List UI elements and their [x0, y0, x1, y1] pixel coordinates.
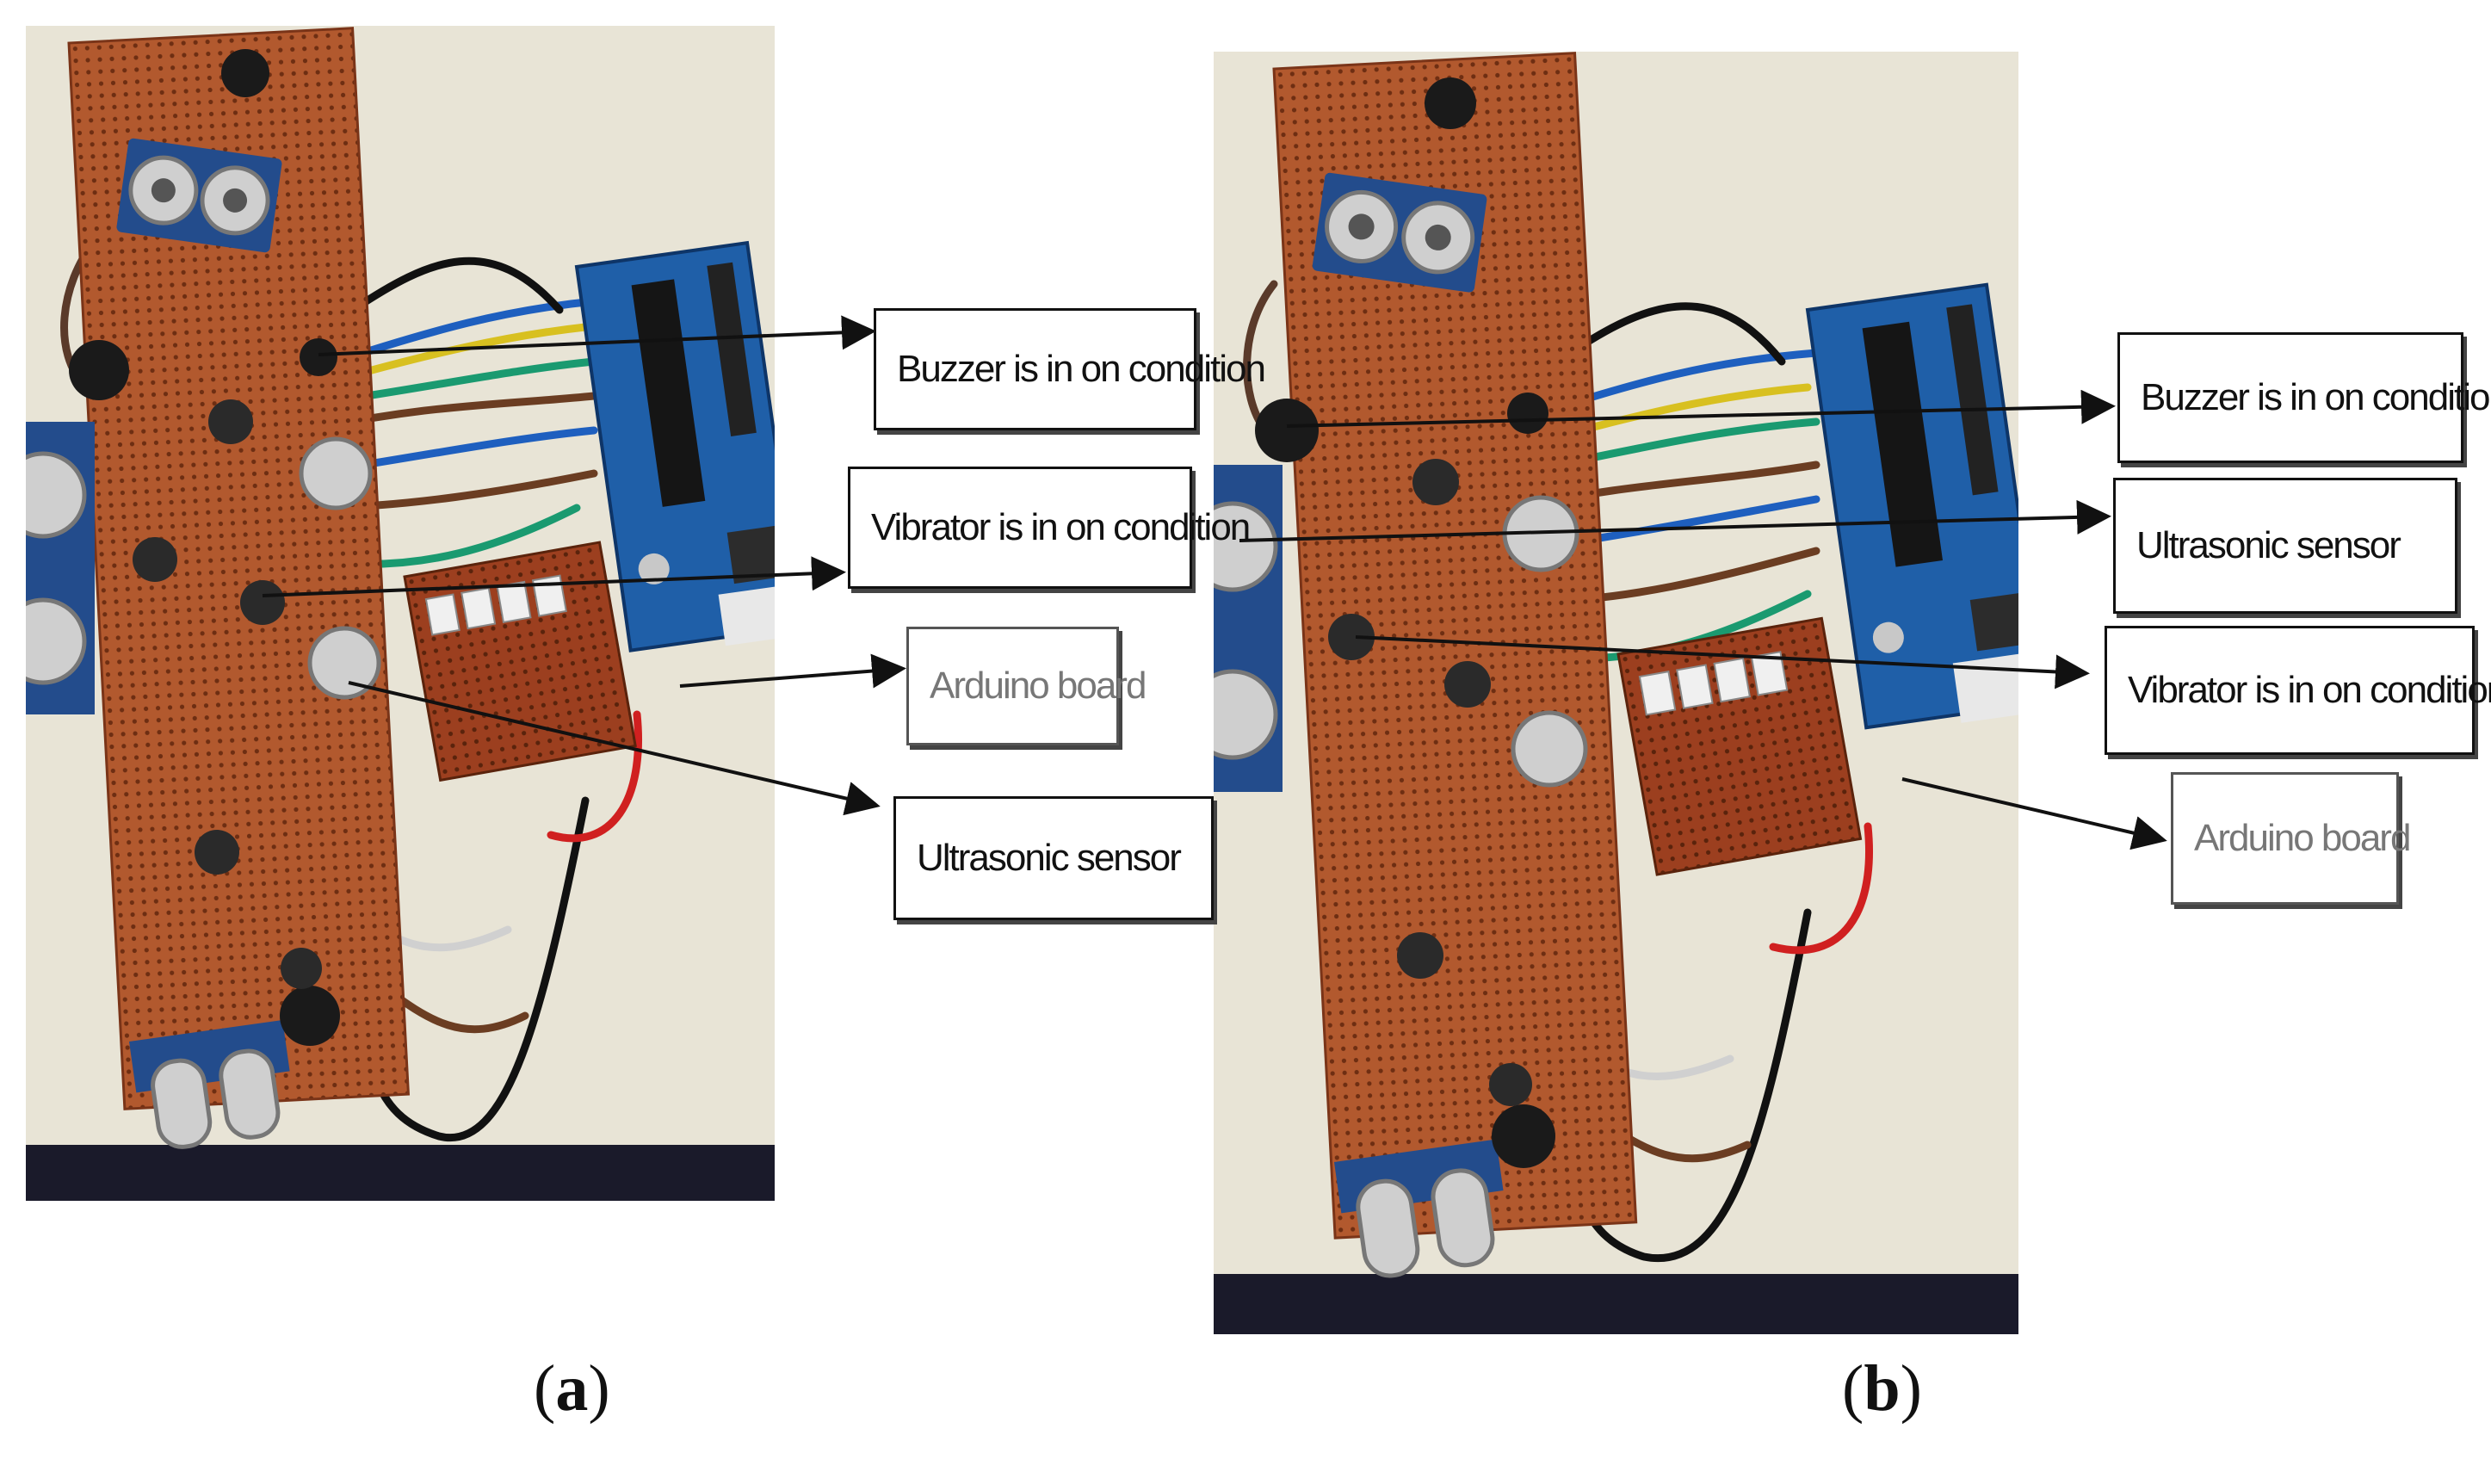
photo-panel-a — [26, 26, 775, 1201]
label-a-buzzer: Buzzer is in on condition — [874, 308, 1266, 430]
label-b-ultrasonic: Ultrasonic sensor — [2113, 478, 2457, 614]
label-b-arduino: Arduino board — [2171, 772, 2411, 905]
label-a-ultrasonic: Ultrasonic sensor — [893, 796, 1214, 920]
label-a-arduino: Arduino board — [906, 627, 1147, 745]
caption-panel-b: (b) — [1842, 1352, 1922, 1425]
photo-panel-b — [1214, 52, 2018, 1334]
label-b-buzzer: Buzzer is in on condition — [2117, 332, 2491, 463]
label-b-vibrator: Vibrator is in on condition — [2105, 626, 2491, 755]
label-a-vibrator: Vibrator is in on condition — [848, 467, 1251, 589]
caption-panel-a-letter: a — [555, 1352, 589, 1425]
photo-panel-a-illustration — [26, 26, 775, 1201]
caption-panel-b-letter: b — [1864, 1352, 1901, 1425]
photo-panel-b-illustration — [1214, 52, 2018, 1334]
caption-panel-a: (a) — [534, 1352, 610, 1425]
